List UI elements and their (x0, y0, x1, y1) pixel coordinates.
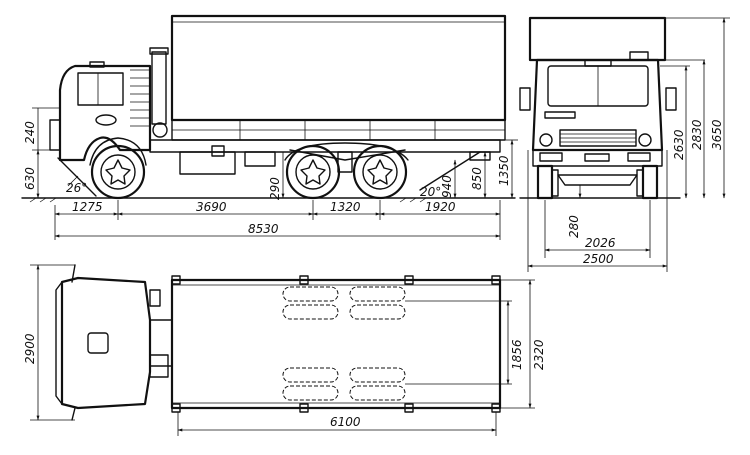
dim-1350: 1350 (497, 155, 511, 186)
fuel-tank (179, 151, 236, 175)
roof-hatch (87, 332, 109, 354)
dim-940: 940 (440, 175, 454, 198)
dim-240: 240 (23, 121, 37, 144)
exhaust-stack (151, 51, 167, 125)
dim-2026: 2026 (585, 236, 616, 250)
cab-top (60, 276, 152, 410)
dim-2830: 2830 (690, 119, 704, 150)
dim-1320: 1320 (330, 200, 361, 214)
cab (58, 64, 152, 162)
dim-850: 850 (470, 167, 484, 190)
dim-1856: 1856 (510, 339, 524, 370)
dim-6100: 6100 (330, 415, 361, 429)
side-view: 240 630 26° 1275 3690 1320 1920 8530 290… (21, 14, 518, 240)
dim-2500: 2500 (583, 252, 614, 266)
rear-wheels-hidden (282, 286, 406, 401)
left-mirror (519, 87, 531, 111)
dim-3650: 3650 (710, 119, 724, 150)
dim-2320: 2320 (532, 339, 546, 370)
right-mirror (665, 87, 677, 111)
dim-2630: 2630 (672, 129, 686, 160)
dim-280: 280 (567, 215, 581, 238)
dim-630: 630 (23, 167, 37, 190)
dim-3690: 3690 (196, 200, 227, 214)
right-headlight (638, 133, 652, 147)
front-cab (531, 58, 664, 152)
front-tarpaulin (528, 16, 667, 62)
left-headlight (539, 133, 553, 147)
front-view: 2630 2830 3650 280 2026 2500 (519, 16, 730, 272)
tarpaulin-cover (170, 14, 507, 122)
dim-2900: 2900 (23, 333, 37, 364)
top-view: 1856 2320 2900 6100 (23, 264, 546, 436)
dim-approach-angle: 26° (66, 181, 87, 195)
dim-290: 290 (268, 177, 282, 200)
dim-1920: 1920 (425, 200, 456, 214)
dim-1275: 1275 (72, 200, 103, 214)
dim-8530: 8530 (248, 222, 279, 236)
dim-departure-angle: 20° (420, 185, 441, 199)
front-wheel (90, 144, 146, 200)
cargo-body-top (170, 278, 502, 410)
cab-window (77, 72, 124, 106)
bumper (532, 149, 663, 167)
chassis-frame (149, 139, 501, 153)
